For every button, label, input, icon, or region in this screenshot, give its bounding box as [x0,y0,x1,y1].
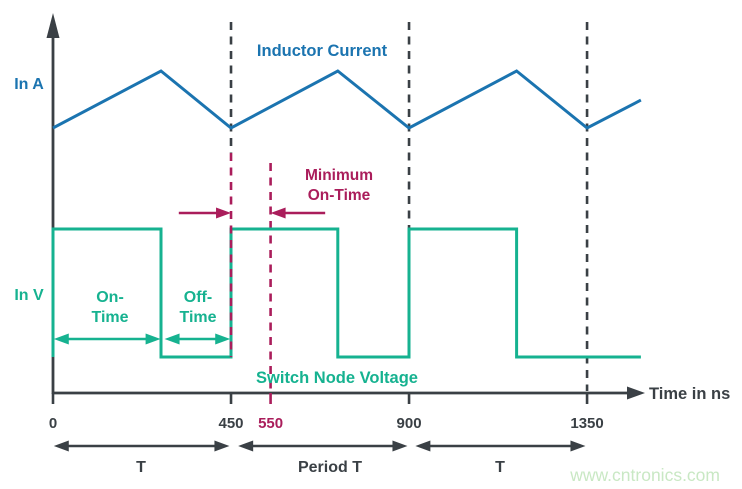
t-right-span-arrow-arrowhead-left-icon [415,440,431,452]
min-on-time-right-arrow [270,207,326,219]
x-tick-label-1350: 1350 [570,415,603,432]
x-tick-label-0: 0 [49,415,57,432]
t-left-span-arrow-arrowhead-right-icon [214,440,230,452]
t-right-span-arrow [415,440,586,452]
min-on-time-left-arrow-arrowhead-right-icon [216,207,232,219]
period-t-label: Period T [298,459,362,476]
on-time-label-line2: Time [91,309,128,326]
inductor-current-waveform [52,69,642,130]
off-time-arrow [164,333,231,345]
watermark-text: www.cntronics.com [569,465,720,485]
t-left-label: T [136,459,146,476]
min-on-time-left-arrow [178,207,232,219]
minimum-on-time-label-line2: On-Time [308,187,371,204]
x-tick-label-550: 550 [258,415,283,432]
x-axis-label: Time in ns [649,385,730,403]
off-time-arrow-arrowhead-left-icon [164,333,180,345]
min-on-time-right-arrow-arrowhead-left-icon [270,207,286,219]
inductor-current-label: Inductor Current [257,42,388,60]
y-axis-arrowhead-icon [46,13,60,38]
on-time-label-line1: On- [96,289,124,306]
y-axis-label-voltage: In V [14,287,44,304]
on-time-arrow-arrowhead-left-icon [53,333,69,345]
off-time-label-line1: Off- [184,289,212,306]
minimum-on-time-label-line1: Minimum [305,167,373,184]
measure-arrows [53,207,586,452]
off-time-arrow-arrowhead-right-icon [215,333,231,345]
axis-ticks [51,393,589,404]
y-axis-label-current: In A [14,76,44,93]
period-t-span-arrow [238,440,408,452]
switch-node-voltage-waveform [51,227,641,359]
period-t-span-arrow-arrowhead-right-icon [392,440,408,452]
switch-node-voltage-label: Switch Node Voltage [256,369,418,387]
on-time-arrow [53,333,161,345]
x-axis-arrowhead-icon [627,386,645,400]
off-time-label-line2: Time [179,309,216,326]
axis-tick-labels: 0 450 550 900 1350 [49,415,604,432]
on-time-arrow-arrowhead-right-icon [145,333,161,345]
t-left-span-arrow [53,440,230,452]
period-t-span-arrow-arrowhead-left-icon [238,440,254,452]
x-tick-label-450: 450 [219,415,244,432]
dashed-boundary-lines [229,22,589,391]
x-tick-label-900: 900 [397,415,422,432]
t-left-span-arrow-arrowhead-left-icon [53,440,69,452]
t-right-span-arrow-arrowhead-right-icon [570,440,586,452]
t-right-label: T [495,459,505,476]
waveforms [51,69,642,359]
